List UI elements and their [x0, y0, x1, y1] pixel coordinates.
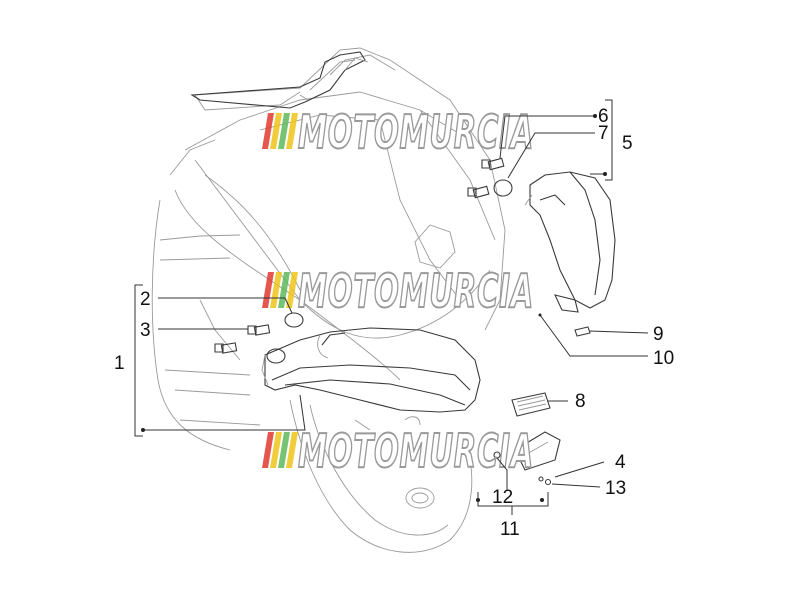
bulbs-left — [214, 312, 304, 354]
callout-3: 3 — [140, 320, 151, 341]
watermark-stripe — [262, 272, 274, 308]
watermark-stripe — [286, 272, 298, 308]
turn-signal-assembly — [524, 171, 616, 313]
small-parts — [493, 326, 591, 486]
callout-labels: 1 2 3 4 5 6 7 8 9 10 11 12 13 — [114, 106, 674, 540]
watermark-middle: MOTOMURCIA — [262, 263, 534, 319]
watermark-text: MOTOMURCIA — [298, 264, 534, 318]
callout-8: 8 — [575, 391, 586, 412]
watermark-stripe — [262, 432, 274, 468]
watermark-stripe — [278, 432, 290, 468]
watermark-text: MOTOMURCIA — [298, 424, 534, 478]
leader-lines — [134, 99, 649, 515]
reflector — [511, 392, 551, 417]
callout-11: 11 — [500, 519, 520, 540]
callout-7: 7 — [598, 123, 609, 144]
callout-5: 5 — [622, 133, 633, 154]
callout-2: 2 — [140, 289, 151, 310]
callout-1: 1 — [114, 353, 125, 374]
handle-piece — [190, 51, 369, 109]
callout-6: 6 — [598, 106, 609, 127]
callout-9: 9 — [653, 324, 664, 345]
watermark-stripe — [286, 432, 298, 468]
callout-4: 4 — [615, 452, 626, 473]
bulbs-right — [467, 157, 513, 199]
headlight-assembly — [261, 327, 481, 413]
front-shield-outline — [151, 47, 506, 553]
watermark-bottom: MOTOMURCIA — [262, 423, 534, 479]
watermark-stripe — [262, 113, 274, 149]
watermark-stripe — [278, 272, 290, 308]
callout-13: 13 — [605, 478, 626, 499]
watermark-stripe — [278, 113, 290, 149]
watermark-top: MOTOMURCIA — [262, 104, 534, 160]
watermark-stripe — [270, 113, 282, 149]
watermark-stripe — [270, 272, 282, 308]
watermark-stripe — [270, 432, 282, 468]
watermark-text: MOTOMURCIA — [298, 105, 534, 159]
callout-10: 10 — [653, 348, 674, 369]
watermark-stripe — [286, 113, 298, 149]
callout-12: 12 — [492, 487, 513, 508]
